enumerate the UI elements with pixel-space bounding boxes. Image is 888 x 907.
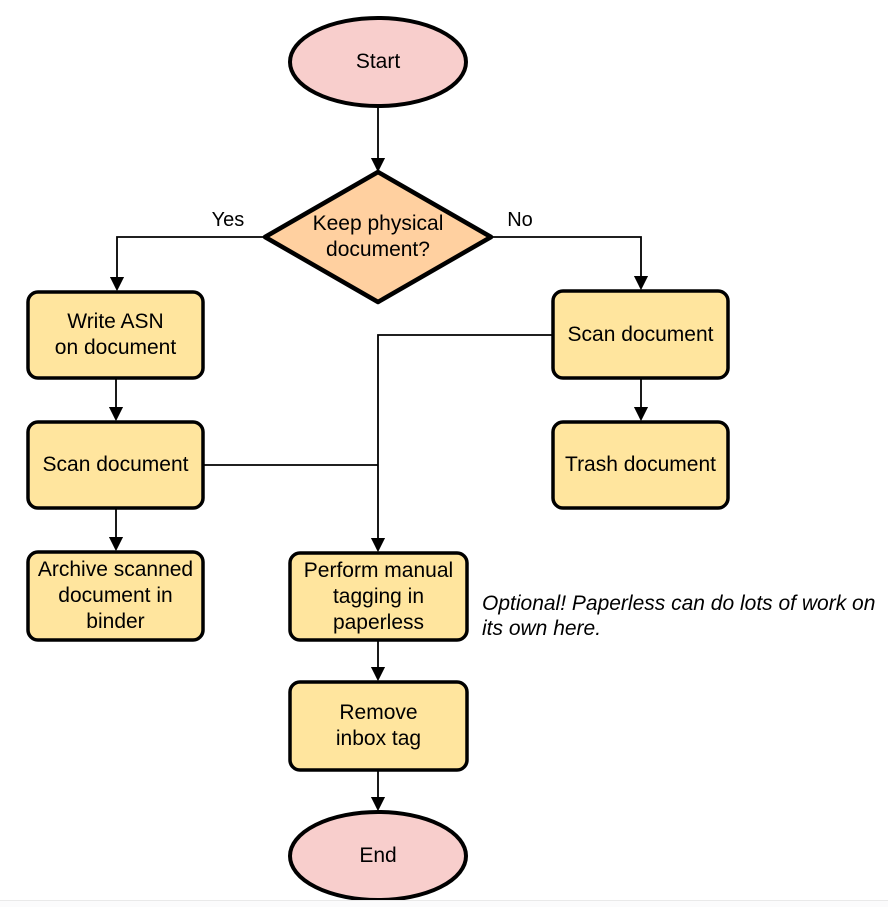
start-label: Start <box>355 50 401 73</box>
scan-left-label: Scan document <box>42 453 189 476</box>
scan-right-label: Scan document <box>567 322 714 346</box>
archive-process-shape <box>26 550 205 642</box>
page-bottom-strip <box>0 901 888 907</box>
decision-label: Keep physical document? <box>312 212 444 261</box>
write-asn-process-shape <box>26 290 205 380</box>
trash-process-shape <box>551 420 730 510</box>
perform-tagging-process-shape <box>288 551 469 642</box>
end-label: End <box>359 844 397 867</box>
decision-diamond-shape <box>262 169 494 305</box>
edge-label-yes: Yes <box>211 208 245 231</box>
trash-label: Trash document <box>565 453 716 476</box>
start-terminator-shape <box>288 16 468 108</box>
perform-tagging-label: Perform manual tagging in paperless <box>303 558 454 634</box>
page-bottom-divider <box>0 900 888 901</box>
edge-label-no: No <box>507 208 533 231</box>
scan-left-process-shape <box>26 420 205 510</box>
write-asn-label: Write ASN on document <box>54 310 177 359</box>
edge-scan-right-to-perform <box>370 334 553 553</box>
edge-decision-yes-to-write-asn <box>109 236 265 292</box>
remove-inbox-label: Remove inbox tag <box>335 701 422 750</box>
scan-right-process-shape <box>551 289 730 380</box>
edge-decision-no-to-scan-right <box>491 236 649 291</box>
remove-inbox-process-shape <box>288 680 469 772</box>
archive-label: Archive scanned document in binder <box>37 558 194 633</box>
optional-note: Optional! Paperless can do lots of work … <box>482 592 876 640</box>
